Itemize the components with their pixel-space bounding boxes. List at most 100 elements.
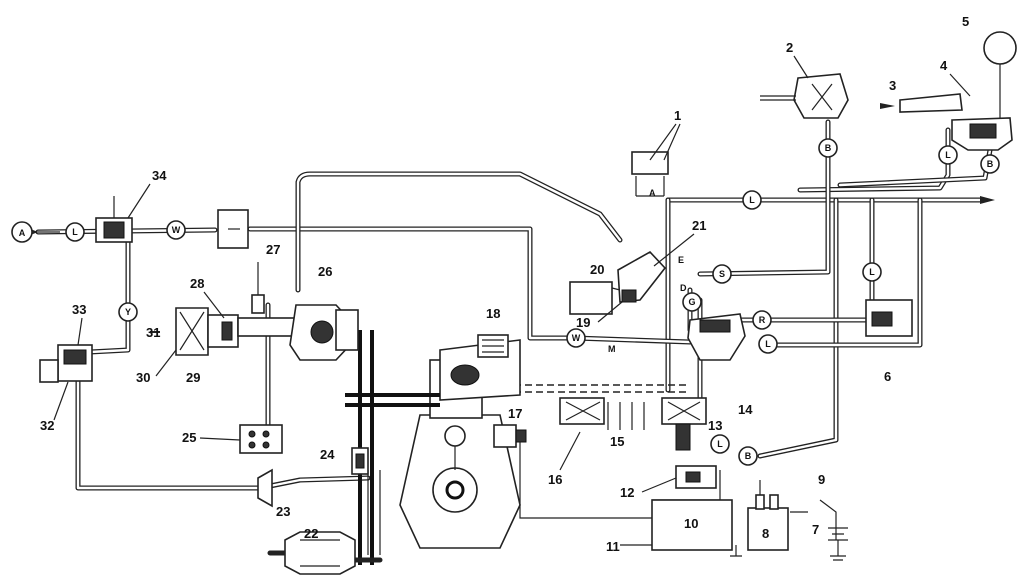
label-14: 14 [738, 402, 753, 417]
circle-L: L [938, 145, 958, 165]
circle-S: S [712, 264, 732, 284]
egr-valve-24 [351, 447, 369, 475]
label-10: 10 [684, 516, 698, 531]
label-12: 12 [620, 485, 634, 500]
flow-arrows [28, 103, 995, 333]
circle-B: B [738, 446, 758, 466]
module-8 [747, 494, 789, 551]
label-8: 8 [762, 526, 769, 541]
label-31: 31 [146, 325, 160, 340]
number-labels: 1 2 3 4 5 6 7 8 9 10 11 12 13 14 15 16 1… [40, 14, 971, 554]
circle-letter: W [572, 333, 581, 343]
circle-letter: L [869, 267, 875, 277]
component-34-valve [95, 196, 133, 243]
circle-letter: R [759, 315, 766, 325]
label-30: 30 [136, 370, 150, 385]
ecu-10 [651, 499, 733, 551]
circle-letter: L [717, 439, 723, 449]
label-5: 5 [962, 14, 969, 29]
injector-13 [675, 423, 691, 451]
point-A-label: A [649, 188, 656, 198]
circle-letter: Y [125, 307, 131, 317]
ignition-coil-18 [477, 334, 509, 358]
circle-B: B [980, 154, 1000, 174]
label-28: 28 [190, 276, 204, 291]
component-23 [257, 468, 273, 508]
component-32-33-valve [39, 344, 93, 383]
label-9: 9 [818, 472, 825, 487]
label-17: 17 [508, 406, 522, 421]
label-2: 2 [786, 40, 793, 55]
circle-R: R [752, 310, 772, 330]
circle-W: W [566, 328, 586, 348]
circle-G: G [682, 292, 702, 312]
circle-Y: Y [118, 302, 138, 322]
point-D-label: D [680, 283, 687, 293]
circle-letter: L [765, 339, 771, 349]
label-13: 13 [708, 418, 722, 433]
label-18: 18 [486, 306, 500, 321]
fuel-rail [559, 397, 707, 430]
label-21: 21 [692, 218, 706, 233]
label-16: 16 [548, 472, 562, 487]
circle-L: L [862, 262, 882, 282]
circle-L: L [742, 190, 762, 210]
label-26: 26 [318, 264, 332, 279]
point-M-label: M [608, 344, 616, 354]
valve-1 [631, 151, 669, 197]
label-23: 23 [276, 504, 290, 519]
regulator-14 [687, 313, 746, 361]
circle-B: B [818, 138, 838, 158]
label-4: 4 [940, 58, 948, 73]
valve-6 [865, 299, 913, 337]
label-19: 19 [576, 315, 590, 330]
circle-letter: L [72, 227, 78, 237]
component-25-valve [239, 424, 283, 454]
label-24: 24 [320, 447, 335, 462]
brake-booster-2 [760, 73, 849, 119]
label-11: 11 [606, 539, 620, 554]
throttle-body [237, 304, 359, 361]
inline-filter [217, 209, 249, 249]
circle-letter: A [19, 228, 26, 238]
circle-L: L [758, 334, 778, 354]
circle-letter: W [172, 225, 181, 235]
circle-letter: G [688, 297, 695, 307]
label-20: 20 [590, 262, 604, 277]
label-33: 33 [72, 302, 86, 317]
label-22: 22 [304, 526, 318, 541]
catalytic-converter-22 [284, 531, 356, 575]
circle-letter: B [825, 143, 832, 153]
circle-letter: S [719, 269, 725, 279]
circle-letter: B [745, 451, 752, 461]
valve-21 [617, 250, 667, 303]
relay-12 [675, 465, 717, 489]
circle-letter: L [749, 195, 755, 205]
label-7: 7 [812, 522, 819, 537]
label-15: 15 [610, 434, 624, 449]
label-32: 32 [40, 418, 54, 433]
circle-L: L [65, 222, 85, 242]
circle-letter: B [987, 159, 994, 169]
label-27: 27 [266, 242, 280, 257]
label-25: 25 [182, 430, 196, 445]
circle-W: W [166, 220, 186, 240]
canister-20 [569, 281, 613, 315]
label-1: 1 [674, 108, 681, 123]
label-29: 29 [186, 370, 200, 385]
circle-A-inlet: A [11, 221, 33, 243]
exhaust-pipes [267, 330, 440, 565]
component-27-sensor [251, 262, 265, 314]
circle-letter: L [945, 150, 951, 160]
point-E-label: E [678, 255, 684, 265]
label-34: 34 [152, 168, 167, 183]
label-6: 6 [884, 369, 891, 384]
circle-L: L [710, 434, 730, 454]
label-3: 3 [889, 78, 896, 93]
ground-symbols [730, 545, 742, 557]
battery-7 [828, 527, 848, 561]
component-3-4-5 [899, 31, 1017, 151]
component-17-sensor [493, 424, 527, 448]
air-cleaner [175, 307, 239, 356]
